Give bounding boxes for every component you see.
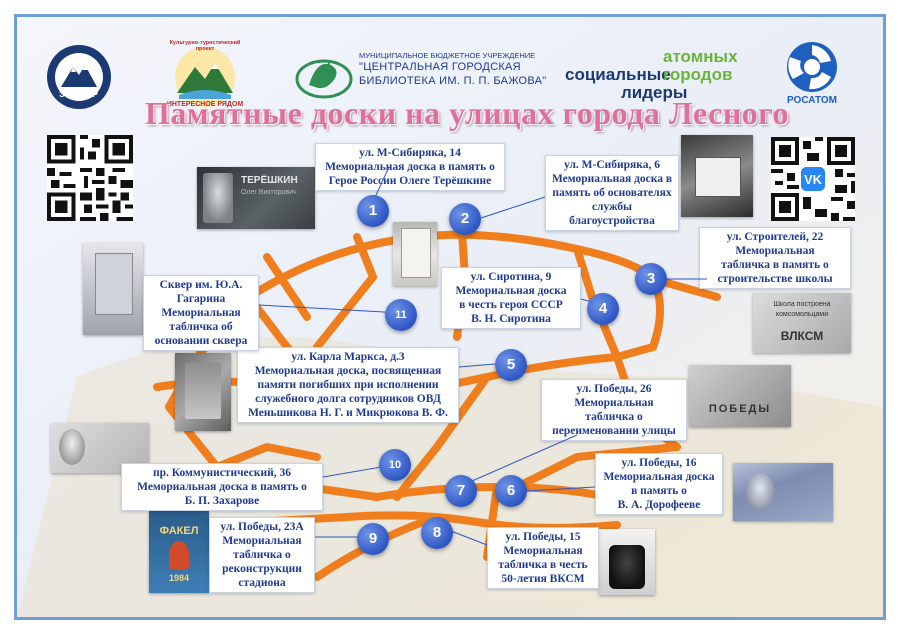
plaque-photo-3: Школа построена комсомольцами ВЛКСМ <box>753 293 851 353</box>
place-label-2: ул. М-Сибиряка, 6 Мемориальная доска в п… <box>545 155 679 231</box>
interesting-nearby-top: Культурно-туристический проект <box>169 40 241 52</box>
plaque-photo-9: ФАКЕЛ 1984 <box>149 511 209 593</box>
interesting-nearby-logo: Культурно-туристический проект ИНТЕРЕСНО… <box>167 39 243 115</box>
marker-2[interactable]: 2 <box>449 203 481 235</box>
place-label-9: ул. Победы, 23А Мемориальная табличка о … <box>209 517 315 593</box>
plaque-photo-5 <box>175 353 231 431</box>
leaders-cities: городов <box>663 65 733 84</box>
erebor-logo-text: ЭРЕБОР <box>59 90 99 99</box>
plaque-photo-6 <box>733 463 833 521</box>
marker-11[interactable]: 11 <box>385 299 417 331</box>
leaders-social: социальные <box>565 65 671 84</box>
marker-4[interactable]: 4 <box>587 293 619 325</box>
plaque-photo-1: ТЕРЁШКИН Олег Викторович <box>197 167 315 229</box>
erebor-logo: ЭРЕБОР <box>45 43 113 111</box>
place-label-8: ул. Победы, 15 Мемориальная табличка в ч… <box>487 527 599 589</box>
portrait <box>203 173 233 223</box>
place-label-6: ул. Победы, 16 Мемориальная доска в памя… <box>595 453 723 515</box>
plaque-photo-8 <box>599 529 655 595</box>
qr-code-left[interactable] <box>47 135 133 221</box>
poster-frame: ЭРЕБОР Культурно-туристический проект ИН… <box>14 14 886 620</box>
library-line3: БИБЛИОТЕКА ИМ. П. П. БАЖОВА" <box>359 75 547 87</box>
library-logo <box>295 51 353 101</box>
plaque-photo-7: ПОБЕДЫ <box>689 365 791 427</box>
place-label-5: ул. Карла Маркса, д.3 Мемориальная доска… <box>237 347 459 423</box>
plaque-11-board <box>95 253 133 315</box>
rosatom-logo: РОСАТОМ <box>779 41 845 109</box>
interesting-nearby-name: ИНТЕРЕСНОЕ РЯДОМ <box>166 101 244 108</box>
marker-8[interactable]: 8 <box>421 517 453 549</box>
torch-icon <box>169 541 189 569</box>
plaque-3-line2: комсомольцами <box>775 311 829 318</box>
plaque-5-relief <box>185 363 221 419</box>
plaque-photo-2 <box>681 135 753 217</box>
plaque-3-line3: ВЛКСМ <box>780 329 824 343</box>
library-line1: МУНИЦИПАЛЬНОЕ БЮДЖЕТНОЕ УЧРЕЖДЕНИЕ <box>359 51 536 60</box>
qr-code-vk[interactable]: VK <box>771 137 855 221</box>
rosatom-text: РОСАТОМ <box>787 95 837 106</box>
marker-7[interactable]: 7 <box>445 475 477 507</box>
plaque-4-board <box>401 228 431 278</box>
plaque-3-line1: Школа построена <box>773 301 831 308</box>
plaque-7-word: ПОБЕДЫ <box>708 403 772 415</box>
place-label-4: ул. Сиротина, 9 Мемориальная доска в чес… <box>441 267 581 329</box>
leaders-leaders: лидеры <box>621 83 688 102</box>
marker-1[interactable]: 1 <box>357 195 389 227</box>
place-label-3: ул. Строителей, 22 Мемориальная табличка… <box>699 227 851 289</box>
marker-3[interactable]: 3 <box>635 263 667 295</box>
place-label-7: ул. Победы, 26 Мемориальная табличка о п… <box>541 379 687 441</box>
plaque-8-figure <box>609 545 645 589</box>
plaque-2-board <box>695 157 741 197</box>
marker-6[interactable]: 6 <box>495 475 527 507</box>
plaque-9-word: ФАКЕЛ <box>159 525 199 537</box>
marker-5[interactable]: 5 <box>495 349 527 381</box>
svg-text:VK: VK <box>804 172 823 187</box>
plaque-6-portrait <box>745 473 775 511</box>
plaque-photo-11 <box>83 243 143 335</box>
leaders-atom: атомных <box>663 47 738 66</box>
page-title: Памятные доски на улицах города Лесного <box>145 95 789 131</box>
marker-9[interactable]: 9 <box>357 523 389 555</box>
place-label-11: Сквер им. Ю.А. Гагарина Мемориальная таб… <box>143 275 259 351</box>
place-label-1: ул. М-Сибиряка, 14 Мемориальная доска в … <box>315 143 505 191</box>
plaque-photo-4 <box>393 222 437 286</box>
marker-10[interactable]: 10 <box>379 449 411 481</box>
plaque-1-name: ТЕРЁШКИН <box>241 175 298 186</box>
plaque-10-portrait <box>59 429 85 465</box>
place-label-10: пр. Коммунистический, 36 Мемориальная до… <box>121 463 323 511</box>
library-line2: "ЦЕНТРАЛЬНАЯ ГОРОДСКАЯ <box>359 61 521 73</box>
plaque-9-years: 1984 <box>168 573 190 583</box>
plaque-1-given: Олег Викторович <box>241 189 297 196</box>
